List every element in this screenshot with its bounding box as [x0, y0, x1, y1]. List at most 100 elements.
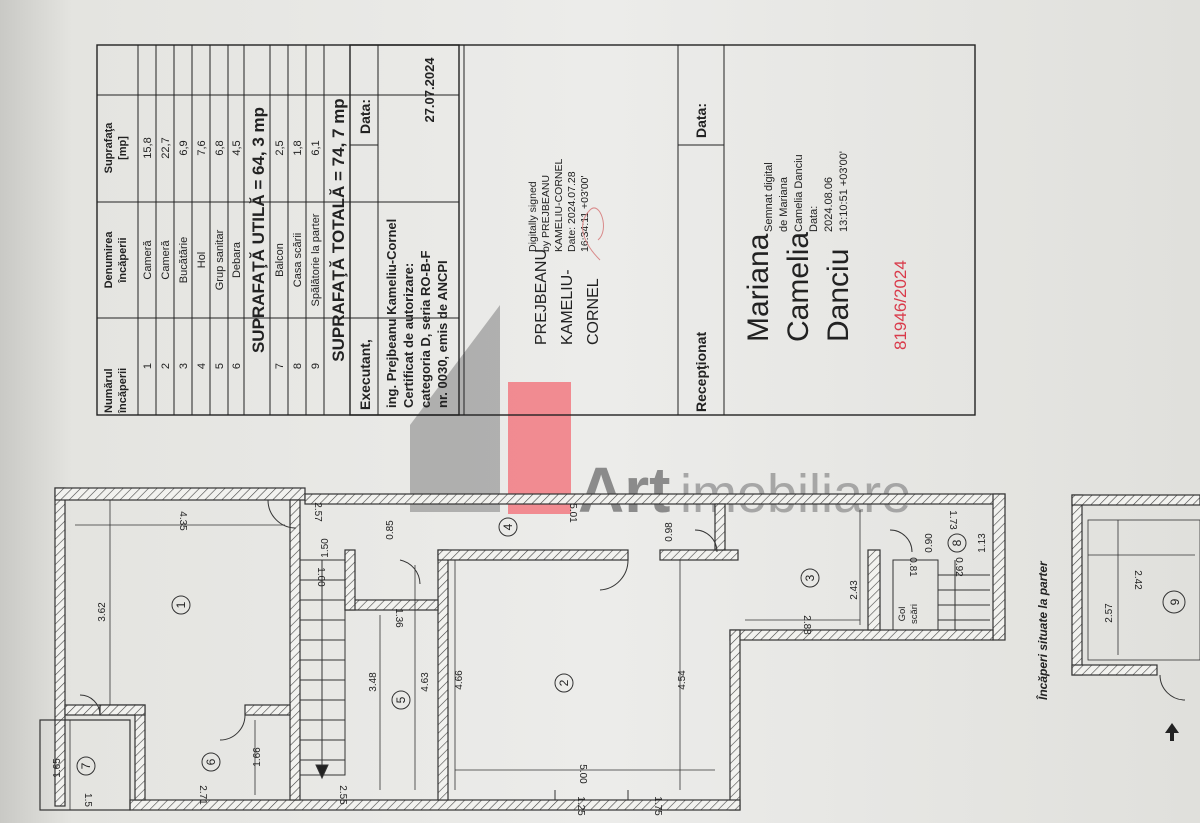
wall [304, 493, 1006, 505]
svg-text:[mp]: [mp] [117, 136, 129, 160]
table-row: 5 Grup sanitar 6,8 [214, 140, 226, 369]
table-row: 3 Bucătărie 6,9 [178, 140, 190, 369]
svg-text:6,8: 6,8 [214, 140, 226, 155]
svg-text:Camelia: Camelia [782, 232, 815, 342]
svg-text:CORNEL: CORNEL [585, 278, 602, 345]
svg-text:4: 4 [196, 363, 208, 369]
svg-text:7: 7 [274, 363, 286, 369]
wall [437, 549, 629, 561]
table-row: 6 Debara 4,5 [231, 140, 243, 369]
executant-date: 27.07.2024 [422, 57, 437, 123]
dimension: 1.25 [575, 796, 586, 816]
svg-text:Debara: Debara [231, 241, 243, 278]
svg-text:KAMELIU-CORNEL: KAMELIU-CORNEL [553, 158, 565, 252]
table-header-area: Suprafaţa [mp] [103, 122, 129, 174]
dimension: 1.36 [393, 608, 404, 628]
svg-text:ing. Prejbeanu Kameliu-Cornel: ing. Prejbeanu Kameliu-Cornel [384, 219, 399, 408]
dimension: 1.66 [252, 747, 263, 767]
gol-label: scări [909, 604, 920, 624]
room-number: 4 [501, 523, 515, 530]
ground-floor-plan: Încăperi situate la parter [1035, 494, 1200, 741]
dimension: 3.48 [368, 672, 379, 692]
dimension: 0.98 [664, 522, 675, 542]
svg-text:2024.08.06: 2024.08.06 [823, 177, 835, 232]
dimension: 2.42 [1132, 570, 1143, 590]
dimension: 1.00 [315, 567, 326, 587]
svg-text:Balcon: Balcon [274, 243, 286, 277]
executant-label: Executant, [357, 339, 373, 410]
staircase-gol [892, 559, 990, 631]
svg-text:22,7: 22,7 [160, 137, 172, 158]
dimension: 2.88 [801, 615, 812, 635]
wall [729, 629, 741, 811]
room-number: 6 [204, 758, 218, 765]
wall [659, 549, 739, 561]
svg-text:2,5: 2,5 [274, 140, 286, 155]
table-row: 4 Hol 7,6 [196, 140, 208, 369]
dimension: 1.65 [52, 758, 63, 778]
dimension: 2.57 [312, 502, 323, 522]
svg-text:PREJBEANU: PREJBEANU [533, 249, 550, 345]
dimension: 5.00 [577, 764, 588, 784]
svg-text:Suprafaţa: Suprafaţa [103, 122, 115, 174]
svg-text:3: 3 [178, 363, 190, 369]
svg-text:6: 6 [231, 363, 243, 369]
wall [867, 549, 881, 631]
dimension: 0.85 [385, 520, 396, 540]
wall [99, 704, 146, 716]
dimension: 0.81 [907, 557, 918, 577]
svg-text:Bucătărie: Bucătărie [178, 237, 190, 283]
dimension: 4.35 [177, 511, 188, 531]
dimension: 2.71 [197, 785, 208, 805]
doors [79, 499, 913, 800]
svg-text:categoria D, seria RO-B-F: categoria D, seria RO-B-F [418, 250, 433, 408]
svg-text:Casa scării: Casa scării [292, 233, 304, 287]
dimension: 2.55 [337, 785, 348, 805]
dimension: 4.66 [454, 670, 465, 690]
room-number: 1 [174, 601, 188, 608]
signature-frame [349, 44, 976, 416]
wall [344, 599, 439, 611]
wall [129, 799, 741, 811]
executant-date-label: Data: [357, 99, 373, 134]
svg-text:1: 1 [142, 363, 154, 369]
svg-text:Numărul: Numărul [103, 368, 115, 413]
svg-text:încăperii: încăperii [117, 237, 129, 283]
table-row: 9 Spălătorie la parter 6,1 [310, 140, 322, 369]
useful-area-total: SUPRAFAŢĂ UTILĂ = 64, 3 mp [249, 107, 268, 353]
svg-text:Digitally signed: Digitally signed [527, 181, 539, 252]
room-number: 5 [394, 696, 408, 703]
dimension: 5.01 [567, 503, 578, 523]
svg-text:9: 9 [310, 363, 322, 369]
dimension: 1.5 [82, 793, 93, 807]
svg-text:Cameră: Cameră [142, 240, 154, 280]
dimension: 0.90 [924, 533, 935, 553]
svg-text:Hol: Hol [196, 252, 208, 269]
wall [729, 629, 994, 641]
wall [244, 704, 291, 716]
svg-text:încăperii: încăperii [117, 368, 129, 414]
dimension: 1.75 [652, 796, 663, 816]
svg-text:Camelia Danciu: Camelia Danciu [793, 154, 805, 232]
ground-floor-note: Încăperi situate la parter [1035, 560, 1050, 700]
table-row: 2 Cameră 22,7 [160, 137, 172, 369]
table-row: 8 Casa scării 1,8 [292, 140, 304, 369]
svg-text:Denumirea: Denumirea [103, 231, 115, 289]
svg-text:5: 5 [214, 363, 226, 369]
room-number: 8 [950, 539, 964, 546]
wall [344, 549, 356, 611]
wall [714, 503, 726, 551]
staircase [299, 559, 346, 780]
svg-text:13:10:51 +03'00': 13:10:51 +03'00' [838, 151, 850, 232]
svg-text:Mariana: Mariana [742, 233, 775, 342]
room-labels [76, 517, 1186, 776]
watermark-art: Art [578, 454, 670, 526]
svg-text:6,9: 6,9 [178, 140, 190, 155]
wall [134, 704, 146, 801]
svg-text:Grup sanitar: Grup sanitar [214, 229, 226, 290]
svg-text:Cameră: Cameră [160, 240, 172, 280]
table-row: 7 Balcon 2,5 [274, 140, 286, 369]
svg-text:2: 2 [160, 363, 172, 369]
